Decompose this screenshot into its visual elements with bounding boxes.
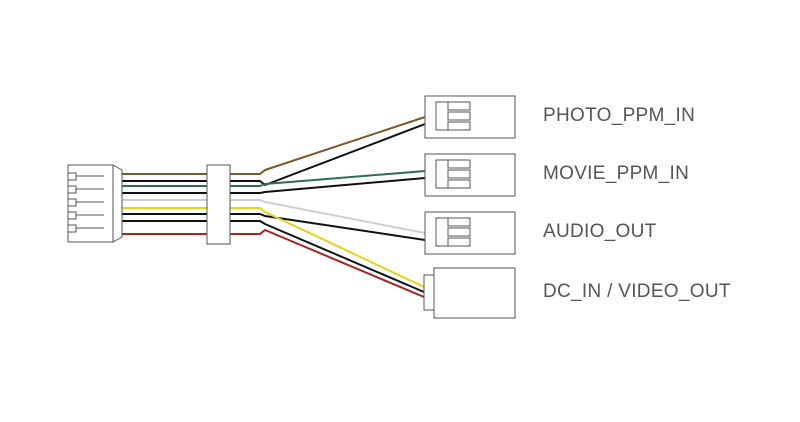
wire-1-2 xyxy=(122,123,426,186)
plug-audio-out xyxy=(424,211,516,255)
label-photo-ppm-in: PHOTO_PPM_IN xyxy=(543,105,696,126)
wire-4-3 xyxy=(122,229,425,298)
wire-group xyxy=(122,116,426,298)
wire-2-1 xyxy=(122,170,426,187)
plug-dc-in-video-out xyxy=(423,267,516,319)
wire-3-2 xyxy=(122,213,426,241)
plug-photo-ppm-in xyxy=(424,95,516,139)
label-movie-ppm-in: MOVIE_PPM_IN xyxy=(543,163,690,184)
main-connector xyxy=(67,164,123,243)
label-dc-in-video-out: DC_IN / VIDEO_OUT xyxy=(543,281,731,302)
wire-2-2 xyxy=(122,177,426,194)
wire-3-1 xyxy=(122,199,426,234)
label-audio-out: AUDIO_OUT xyxy=(543,221,657,242)
plug-movie-ppm-in xyxy=(424,153,516,197)
cable-sleeve xyxy=(206,164,231,245)
wire-4-2 xyxy=(122,220,425,293)
wire-4-1 xyxy=(122,207,425,288)
wire-1-1 xyxy=(122,116,426,175)
